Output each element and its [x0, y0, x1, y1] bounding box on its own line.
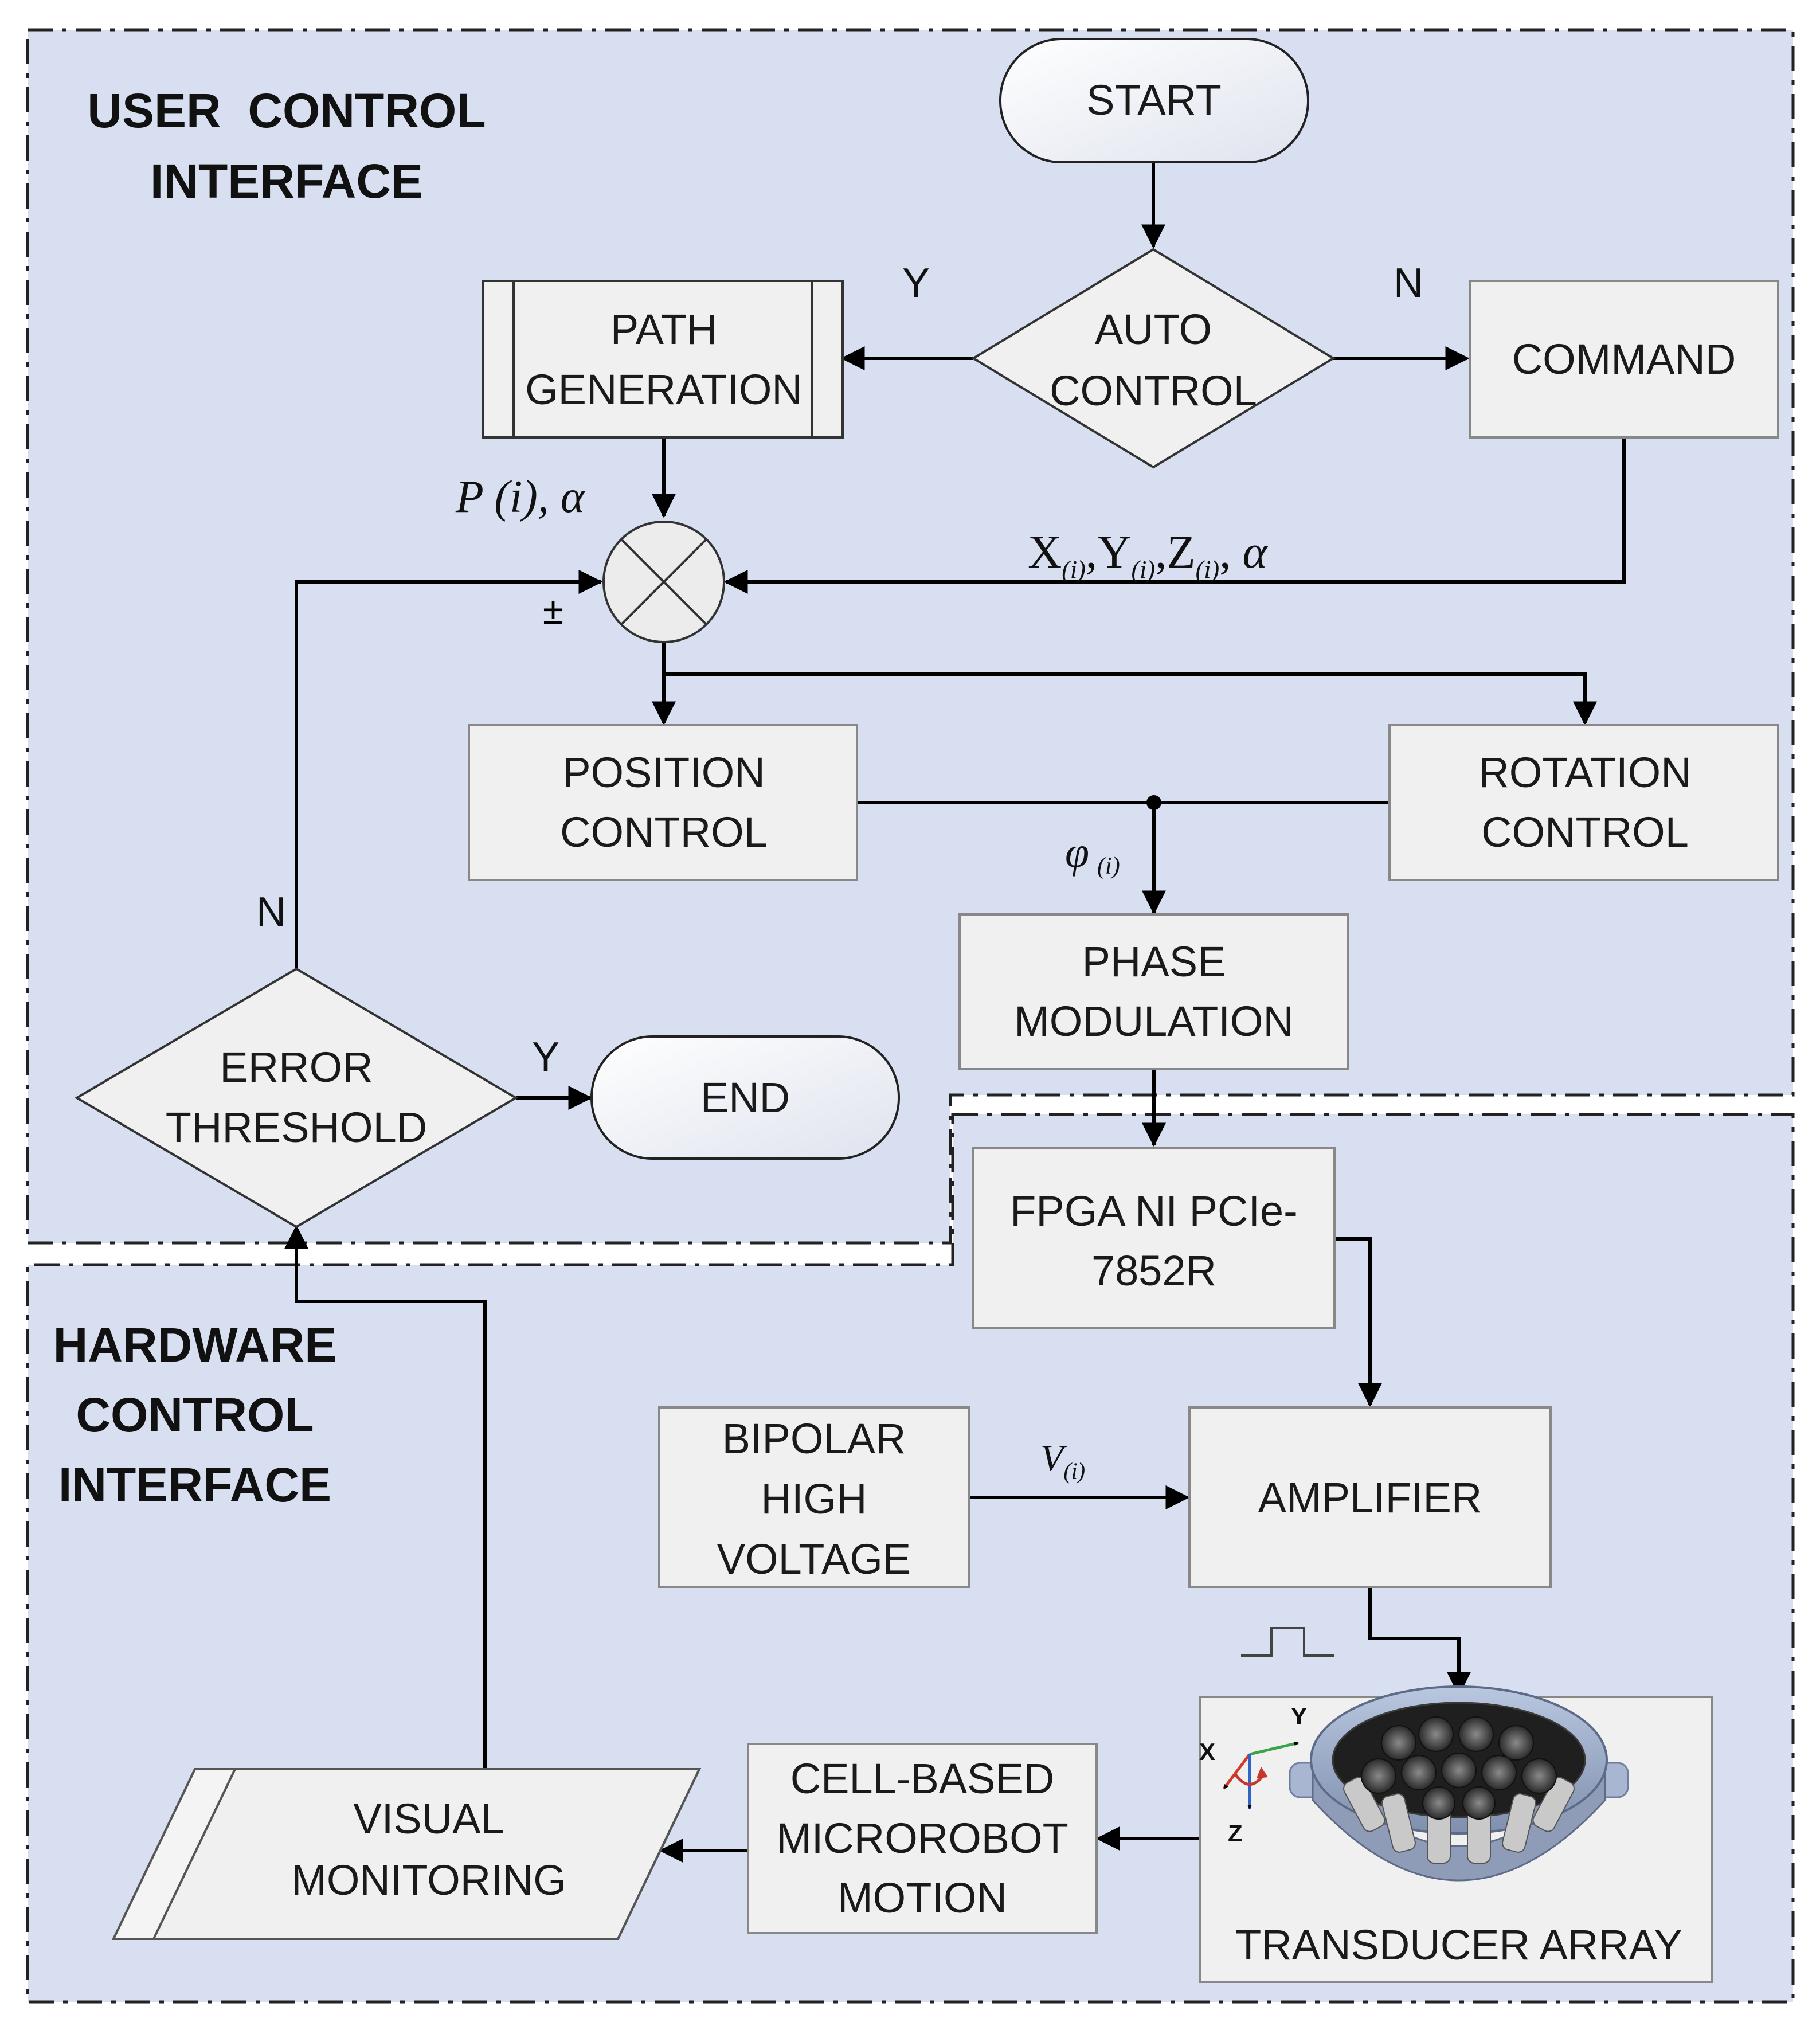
connectors: [284, 162, 1626, 1863]
command-x: X: [1028, 526, 1062, 578]
amplifier-label: AMPLIFIER: [1258, 1474, 1482, 1521]
path-generation-process[interactable]: PATH GENERATION: [482, 280, 844, 439]
pulse-signal-icon: [1241, 1627, 1334, 1657]
rotation-control-box[interactable]: ROTATION CONTROL: [1388, 724, 1779, 881]
axis-y-label: Y: [1291, 1703, 1307, 1730]
amplifier-box[interactable]: AMPLIFIER: [1188, 1406, 1552, 1588]
edge-sum-to-rotation: [664, 672, 1597, 726]
path-generation-label-line2: GENERATION: [525, 366, 803, 413]
rotation-control-label-line2: CONTROL: [1481, 808, 1689, 856]
fpga-label-line1: FPGA NI PCIe-: [1010, 1187, 1298, 1235]
visual-monitoring-data[interactable]: VISUAL MONITORING: [111, 1768, 702, 1940]
error-yes-label: Y: [532, 1034, 559, 1080]
error-no-label: N: [256, 889, 286, 935]
error-threshold-label-line2: THRESHOLD: [166, 1104, 427, 1151]
voltage-signal-base: V: [1040, 1437, 1067, 1479]
command-y: Y: [1097, 526, 1131, 578]
command-x-sub: (i): [1062, 556, 1086, 584]
position-control-box[interactable]: POSITION CONTROL: [468, 724, 858, 881]
rotation-control-label-line1: ROTATION: [1478, 749, 1691, 796]
command-box[interactable]: COMMAND: [1469, 280, 1779, 439]
bipolar-label-line2: HIGH: [761, 1475, 867, 1523]
visual-monitoring-label-line1: VISUAL: [353, 1795, 504, 1843]
hardware-region-title-line1: HARDWARE: [53, 1318, 337, 1372]
error-threshold-decision[interactable]: ERROR THRESHOLD: [75, 967, 518, 1229]
axis-x-label: X: [1199, 1738, 1215, 1765]
fpga-label-line2: 7852R: [1091, 1247, 1216, 1294]
transducer-array-label: TRANSDUCER ARRAY: [1235, 1921, 1682, 1969]
position-control-label-line1: POSITION: [562, 749, 765, 796]
command-output-signal-label: X(i),Y(i),Z(i),α: [1028, 526, 1269, 584]
user-region-title-line1: USER CONTROL: [87, 84, 486, 138]
end-node[interactable]: END: [590, 1035, 900, 1160]
transducer-array-illustration: [1289, 1685, 1629, 1882]
path-output-signal-label: P (i), α: [455, 472, 586, 522]
auto-no-label: N: [1394, 260, 1423, 306]
edge-error-to-sum: [295, 570, 603, 969]
cell-motion-box[interactable]: CELL-BASED MICROROBOT MOTION: [747, 1743, 1098, 1934]
junction-dot: [1146, 795, 1161, 810]
phase-modulation-box[interactable]: PHASE MODULATION: [958, 913, 1349, 1070]
edge-amplifier-to-transducer: [1368, 1587, 1471, 1696]
voltage-signal-label: V(i): [1040, 1437, 1085, 1484]
path-output-base: P (i),: [455, 472, 561, 522]
cell-motion-label-line1: CELL-BASED: [790, 1755, 1055, 1802]
user-control-region: [26, 28, 1795, 1245]
fpga-box[interactable]: FPGA NI PCIe- 7852R: [972, 1147, 1336, 1329]
phase-signal-base: φ: [1065, 828, 1089, 877]
user-region-outline: [26, 28, 1795, 1245]
auto-control-label-line1: AUTO: [1095, 306, 1212, 353]
command-label: COMMAND: [1512, 335, 1736, 383]
command-comma-3: ,: [1219, 526, 1231, 578]
phase-modulation-label-line1: PHASE: [1082, 938, 1226, 985]
bipolar-label-line3: VOLTAGE: [717, 1535, 911, 1583]
position-control-label-line2: CONTROL: [560, 808, 768, 856]
command-comma-2: ,: [1155, 526, 1167, 578]
command-z: Z: [1167, 526, 1196, 578]
cell-motion-label-line2: MICROROBOT: [776, 1814, 1068, 1862]
command-alpha: α: [1243, 526, 1269, 578]
path-generation-label-line1: PATH: [610, 306, 717, 353]
error-threshold-label-line1: ERROR: [220, 1043, 373, 1091]
auto-control-label-line2: CONTROL: [1050, 367, 1257, 414]
auto-control-decision[interactable]: AUTO CONTROL: [971, 248, 1336, 469]
command-y-sub: (i): [1131, 556, 1155, 584]
cell-motion-label-line3: MOTION: [837, 1874, 1007, 1922]
bipolar-label-line1: BIPOLAR: [722, 1415, 906, 1462]
summing-junction: [602, 521, 725, 643]
phase-modulation-label-line2: MODULATION: [1014, 998, 1294, 1045]
edge-fpga-to-amplifier: [1334, 1237, 1382, 1407]
start-node[interactable]: START: [999, 38, 1309, 163]
edge-visual-to-error: [284, 1225, 487, 1769]
coordinate-axes-icon: X Y Z: [1199, 1703, 1307, 1847]
hardware-region-title-line2: CONTROL: [76, 1388, 314, 1442]
voltage-signal-sub: (i): [1063, 1458, 1085, 1484]
auto-yes-label: Y: [902, 260, 930, 306]
hardware-region-title-line3: INTERFACE: [58, 1458, 331, 1512]
start-label: START: [1086, 76, 1222, 124]
visual-monitoring-label-line2: MONITORING: [291, 1856, 566, 1904]
command-z-sub: (i): [1196, 556, 1220, 584]
plus-minus-sign: ±: [543, 589, 563, 632]
path-output-alpha: α: [561, 472, 586, 522]
bipolar-high-voltage-box[interactable]: BIPOLAR HIGH VOLTAGE: [658, 1406, 970, 1588]
user-region-title-line2: INTERFACE: [150, 154, 423, 208]
phase-signal-label: φ (i): [1065, 828, 1120, 879]
axis-z-label: Z: [1228, 1820, 1243, 1847]
end-label: END: [700, 1074, 790, 1121]
phase-signal-sub: (i): [1097, 853, 1120, 879]
command-comma-1: ,: [1086, 526, 1098, 578]
edge-command-to-sum: [723, 437, 1626, 594]
